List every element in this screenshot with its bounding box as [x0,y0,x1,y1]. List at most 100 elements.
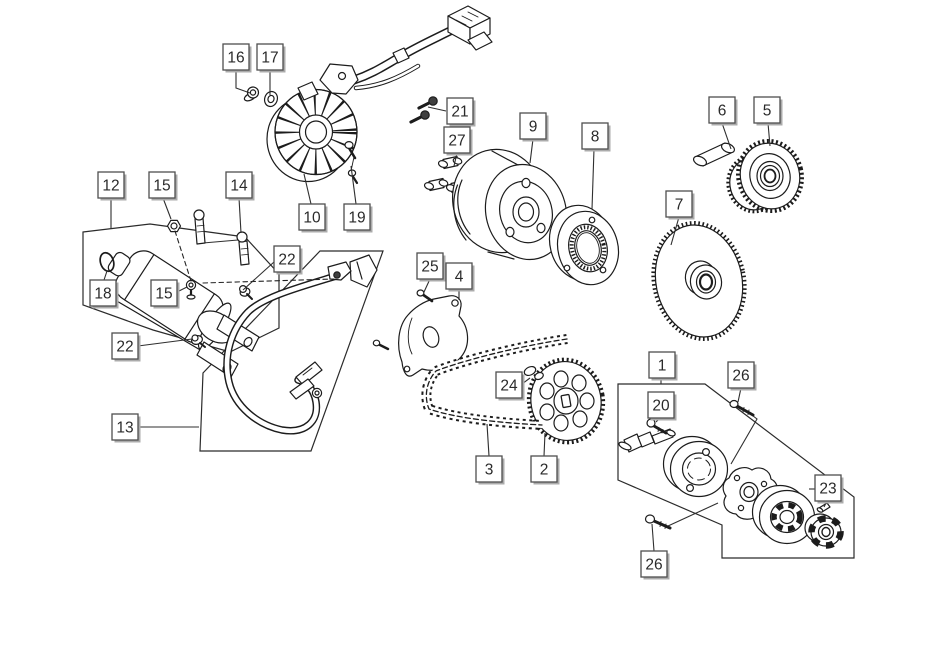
callout-box [640,550,668,578]
callout-number: 21 [451,104,468,121]
leader-line-3 [486,423,490,457]
callout-box [222,43,250,71]
callout-23: 23 [814,474,844,504]
bolt-26-top-part [729,399,755,417]
callout-22: 22 [273,245,303,275]
callout-box [225,171,253,199]
master-link-part [523,365,544,381]
callout-number: 2 [540,462,549,479]
leader-line-22 [242,261,275,291]
callout-number: 27 [448,133,465,150]
callout-number: 26 [732,368,749,385]
leader-line-19 [350,165,357,205]
callout-1: 1 [648,351,678,381]
callout-6: 6 [708,96,738,126]
leader-line-6 [721,122,732,150]
callout-box [97,171,125,199]
pump-shaft-part [618,428,676,453]
callout-box [416,252,444,280]
bolts-14-part [193,209,250,266]
outer-rotor-part [751,484,816,545]
starter-cable-part [223,254,378,435]
screw-25-part [372,289,434,351]
callout-26: 26 [727,361,757,391]
callout-box [727,361,755,389]
oil-pump-assembly [618,399,844,549]
nut-15-part [166,219,182,233]
callout-box [495,371,523,399]
callout-box [150,279,178,307]
harness-connector [447,5,493,51]
starter-gear-part [726,138,804,214]
o-ring-part [99,251,115,273]
flywheel-part [451,148,568,261]
washer-17-part [263,90,279,108]
pin-6-part [692,142,736,167]
callout-number: 25 [421,259,438,276]
screws-19-part [344,141,359,185]
stator-part [266,5,493,183]
callout-number: 5 [763,103,772,120]
leader-line-16 [235,70,251,94]
callout-box [273,245,301,273]
leader-line-2 [543,432,546,457]
sprocket-part [526,357,606,445]
callout-10: 10 [298,203,328,233]
callout-number: 8 [591,129,600,146]
callout-box [256,43,284,71]
callout-8: 8 [581,122,611,152]
leader-line-layer [103,70,828,552]
leader-line-5 [767,122,771,147]
leader-line-21 [427,106,447,112]
leader-line-22 [137,338,193,347]
callout-box [343,203,371,231]
callout-box [298,203,326,231]
callout-14: 14 [225,171,255,201]
callout-number: 10 [303,210,321,227]
leader-line-9 [529,138,534,164]
callout-9: 9 [519,112,549,142]
callout-box [111,413,139,441]
callout-26: 26 [640,550,670,580]
leader-line-14 [238,197,242,234]
callout-number: 14 [230,178,248,195]
callout-number: 26 [645,557,662,574]
wiring-harness [349,5,493,91]
cable-group-box [199,250,384,452]
callout-box [753,96,781,124]
pump-flange-part [662,435,729,498]
leader-line-26 [651,523,655,552]
callout-number: 24 [500,378,518,395]
callout-3: 3 [475,455,505,485]
inner-rotor-part [804,513,844,549]
callout-15: 15 [150,279,180,309]
callout-number: 9 [529,119,538,136]
leader-line-8 [591,148,595,210]
callout-number: 3 [485,462,494,479]
screws-21-part [409,96,438,124]
callout-box [530,455,558,483]
callout-number: 22 [116,339,133,356]
callout-number: 15 [153,178,170,195]
callout-number: 15 [155,286,172,303]
callout-box [519,112,547,140]
callout-5: 5 [753,96,783,126]
screw-20-part [646,418,668,435]
pin-23-part [816,502,831,513]
callout-4: 4 [445,262,475,292]
bolt-16-part [243,86,260,102]
callout-box [648,351,676,379]
terminal-bolt-22b [191,334,206,348]
leader-line-18 [103,270,108,281]
callout-21: 21 [446,97,476,127]
callout-18: 18 [89,279,119,309]
callout-number: 18 [94,286,111,303]
callout-7: 7 [665,190,695,220]
stator-bracket [297,63,359,101]
callout-13: 13 [111,413,141,443]
callout-number: 13 [116,420,133,437]
callout-box [445,262,473,290]
callout-25: 25 [416,252,446,282]
